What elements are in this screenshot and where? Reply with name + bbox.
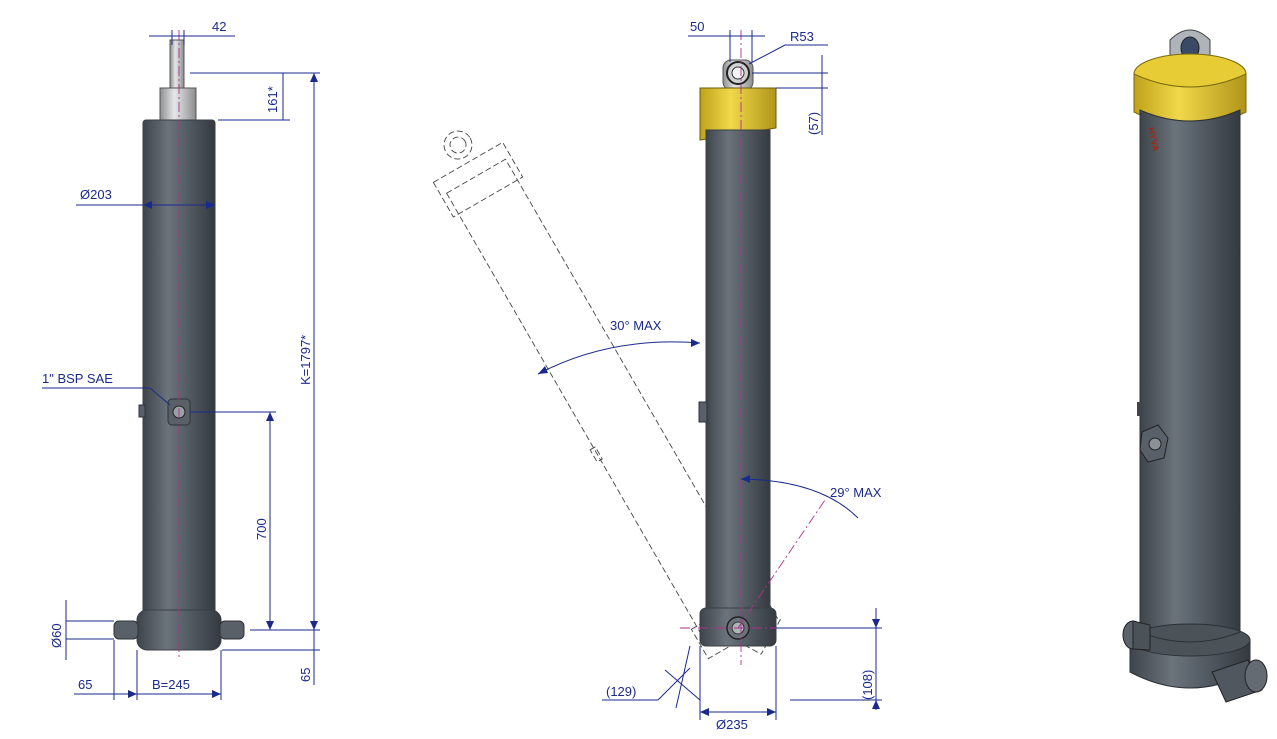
dim-pin-diameter: Ø60: [49, 623, 64, 648]
dim-closed-length: K=1797*: [298, 335, 313, 385]
dim-eye-radius: R53: [790, 29, 814, 44]
dim-eye-height: (57): [806, 112, 821, 135]
dim-bearing-width: B=245: [152, 677, 190, 692]
dim-tilt-back: 29° MAX: [830, 485, 882, 500]
side-lug: [138, 404, 146, 418]
dim-eye-width: 50: [690, 19, 704, 34]
render-body: [1139, 109, 1241, 643]
piston-rod: [169, 39, 185, 91]
side-view: 50 R53 (57) 30° MAX 29° MAX (129) Ø235: [432, 19, 882, 732]
dim-base-diameter: Ø235: [716, 717, 748, 732]
rod-gland: [159, 87, 197, 121]
dim-bottom-offset: 65: [298, 668, 313, 682]
dim-body-diameter: Ø203: [80, 187, 112, 202]
yellow-collar: [699, 87, 777, 141]
cylinder-body-side: [705, 129, 771, 616]
dim-port-height: 700: [254, 518, 269, 540]
front-view: 42 161* Ø203 1" BSP SAE K=1797* 700 Ø60: [42, 19, 320, 700]
dim-tilt-forward: 30° MAX: [610, 318, 662, 333]
dim-rod-diameter: 42: [212, 19, 226, 34]
trunnion-pin-left: [113, 620, 139, 640]
dim-top-stroke: 161*: [265, 86, 280, 113]
port-label: 1" BSP SAE: [42, 371, 113, 386]
dim-side-offset: 65: [78, 677, 92, 692]
dim-base-length: (129): [606, 684, 636, 699]
trunnion-pin-right: [219, 620, 245, 640]
render-view: HYVA: [1122, 29, 1268, 703]
side-lug-2: [698, 401, 708, 423]
dim-base-height: (108): [860, 670, 875, 700]
